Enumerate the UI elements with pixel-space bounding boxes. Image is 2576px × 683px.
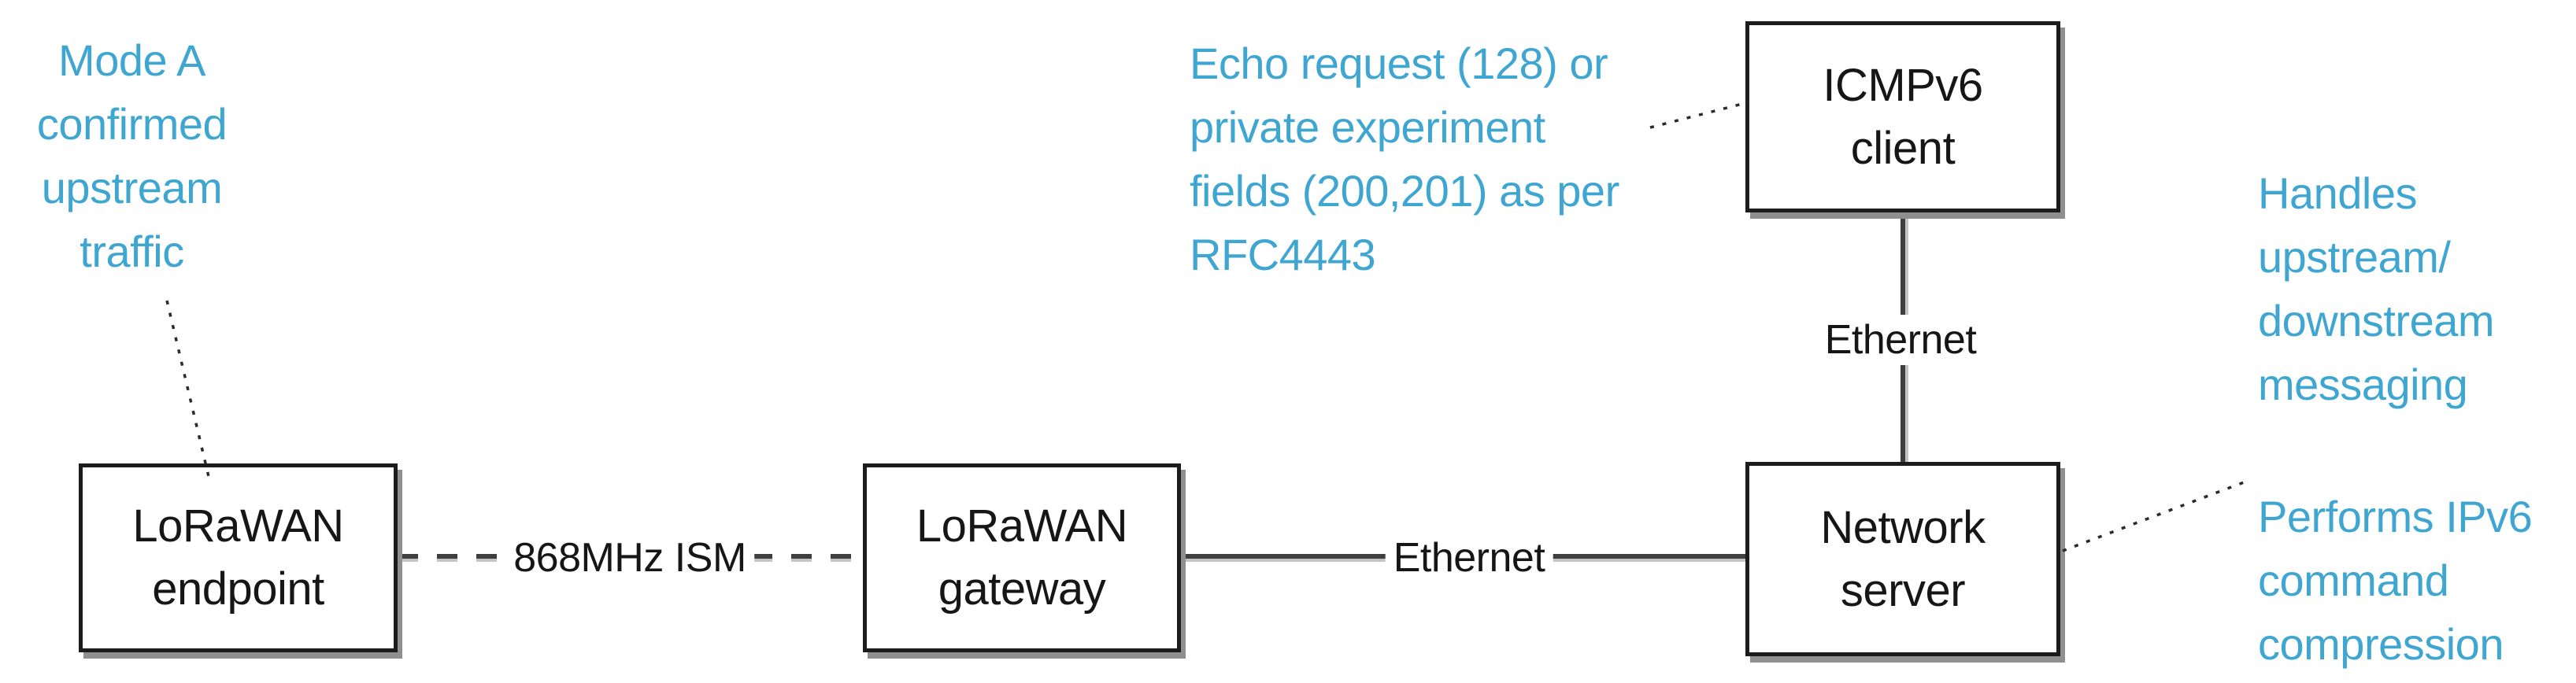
node-icmpv6-client: ICMPv6 client — [1745, 21, 2060, 212]
node-lorawan-gateway: LoRaWAN gateway — [863, 463, 1181, 652]
node-lorawan-endpoint: LoRaWAN endpoint — [79, 463, 398, 652]
annotation-handles-messaging: Handles upstream/ downstream messaging — [2258, 168, 2495, 409]
annotation-performs-ipv6-compression: Performs IPv6 command compression — [2258, 492, 2533, 669]
annotation-echo-request-rfc4443: Echo request (128) or private experiment… — [1190, 39, 1619, 279]
ethernet-client-ns-label: Ethernet — [1816, 315, 1985, 365]
performs-connector — [2062, 481, 2245, 552]
radio-link-label: 868MHz ISM — [505, 533, 754, 583]
ethernet-gw-ns-label: Ethernet — [1385, 533, 1553, 583]
node-lorawan-gateway-label: LoRaWAN gateway — [916, 500, 1128, 615]
annotation-mode-a-confirmed-upstream-traffic: Mode A confirmed upstream traffic — [36, 35, 228, 276]
node-icmpv6-client-label: ICMPv6 client — [1823, 59, 1983, 174]
mode-a-connector — [165, 300, 212, 484]
node-lorawan-endpoint-label: LoRaWAN endpoint — [132, 500, 344, 615]
node-network-server-label: Network server — [1820, 501, 1986, 616]
node-network-server: Network server — [1745, 462, 2060, 656]
